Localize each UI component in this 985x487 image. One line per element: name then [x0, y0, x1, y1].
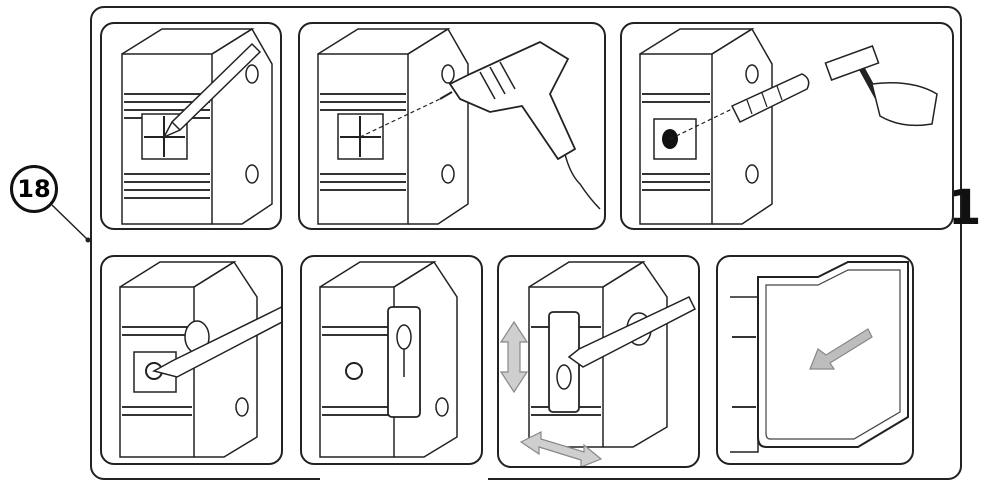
panel-bracket	[300, 255, 483, 465]
step-frame	[90, 6, 962, 480]
panel-mark	[100, 22, 282, 230]
panel-cover	[716, 255, 914, 465]
horizontal-arrow-icon	[519, 431, 603, 466]
drill-icon	[439, 40, 601, 210]
pencil-icon	[162, 42, 262, 139]
panel-screw	[100, 255, 283, 465]
panel-drill	[298, 22, 606, 230]
panel-adjust	[497, 255, 700, 468]
bracket-icon	[387, 306, 421, 418]
step-number-badge: 18	[10, 165, 58, 213]
frame-gap	[320, 473, 488, 487]
screwdriver-icon	[567, 296, 697, 368]
plug-icon	[730, 73, 810, 124]
screwdriver-icon	[151, 306, 281, 378]
panel-plug	[620, 22, 954, 230]
direction-arrow-icon	[809, 328, 873, 370]
hammer-icon	[824, 45, 938, 127]
vertical-arrow-icon	[499, 320, 529, 394]
